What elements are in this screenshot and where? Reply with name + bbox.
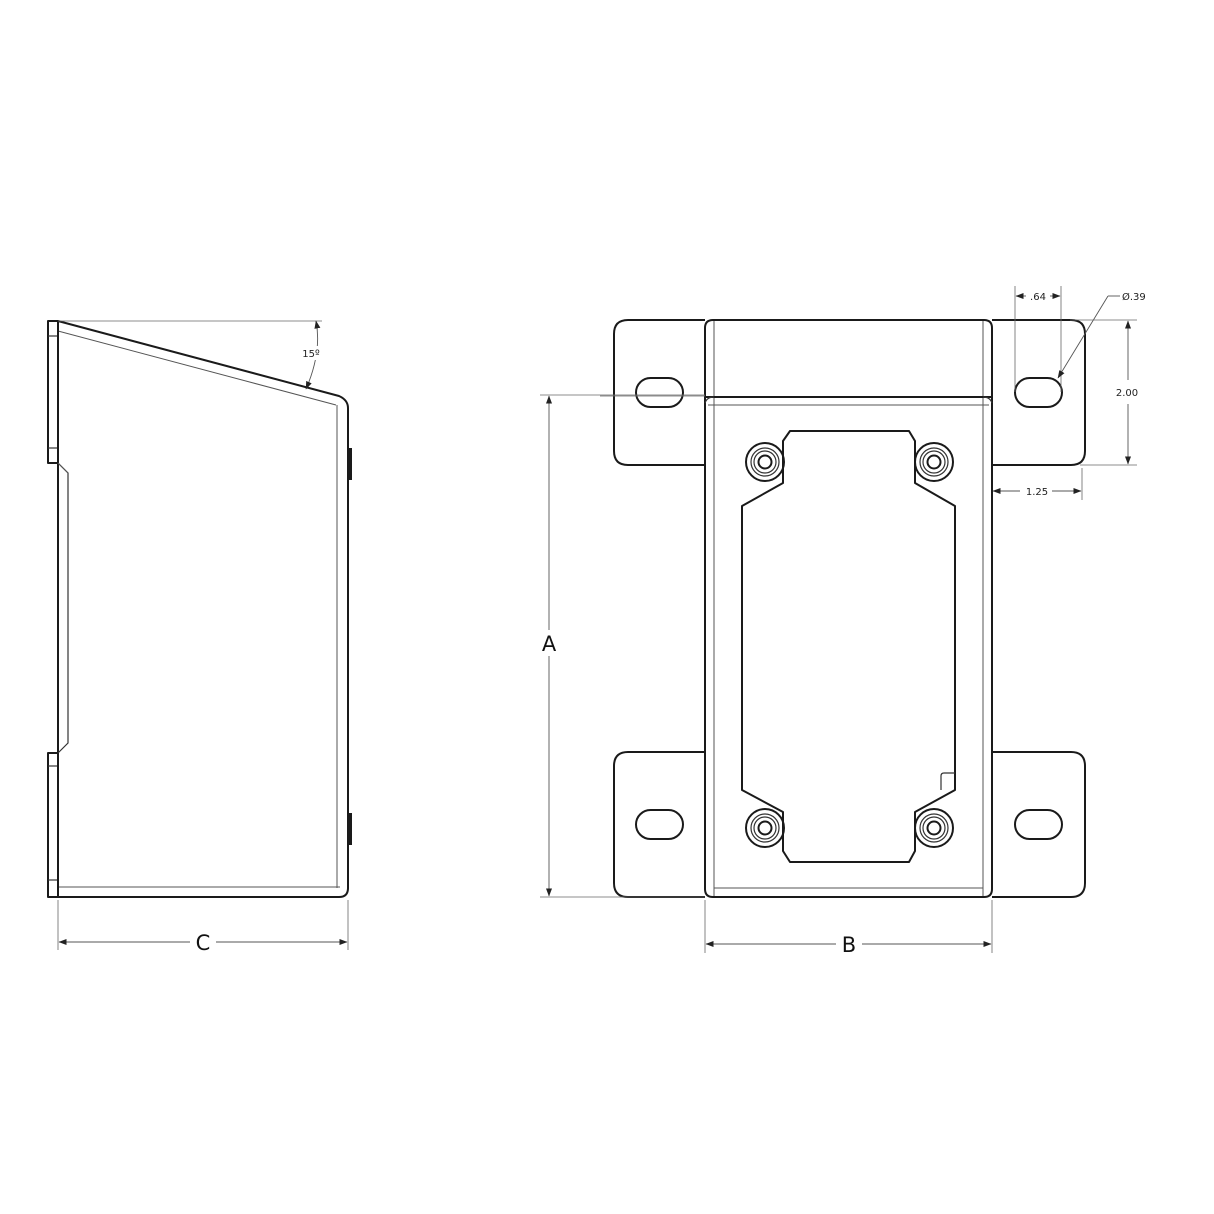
dimension-slot-spacing: .64 bbox=[1014, 286, 1062, 392]
stud-bottom-left bbox=[745, 808, 785, 848]
slot-spacing-label: .64 bbox=[1030, 292, 1046, 303]
dimension-c-label: C bbox=[196, 931, 211, 955]
slot-hole-icon bbox=[635, 809, 684, 840]
dimension-tab-width: 1.25 bbox=[992, 468, 1083, 500]
slot-hole-icon bbox=[1014, 377, 1063, 408]
dimension-b: B bbox=[704, 900, 993, 957]
mounting-tab-bottom-right bbox=[992, 751, 1086, 898]
dimension-b-label: B bbox=[842, 933, 856, 957]
side-view: 15º C bbox=[47, 320, 352, 955]
stud-bottom-right bbox=[914, 808, 954, 848]
cutout-notch bbox=[940, 772, 955, 790]
dimension-tab-height: 2.00 bbox=[1070, 319, 1138, 466]
slot-diameter-label: Ø.39 bbox=[1122, 291, 1146, 303]
dimension-c: C bbox=[57, 900, 349, 955]
stud-profile-top bbox=[348, 448, 352, 480]
mounting-tab-bottom-left bbox=[613, 751, 705, 898]
slot-hole-icon bbox=[635, 377, 684, 408]
slot-hole-icon bbox=[1014, 809, 1063, 840]
back-flange bbox=[47, 320, 59, 898]
cutout-opening bbox=[741, 430, 956, 863]
angle-label: 15º bbox=[302, 349, 320, 360]
angle-dimension: 15º bbox=[58, 320, 324, 390]
mounting-tab-top-right bbox=[992, 319, 1086, 466]
stud-profile-bottom bbox=[348, 813, 352, 845]
tab-height-label: 2.00 bbox=[1116, 388, 1138, 399]
stud-top-left bbox=[745, 442, 785, 482]
dimension-a-label: A bbox=[542, 632, 557, 656]
side-body bbox=[57, 320, 349, 898]
stud-top-right bbox=[914, 442, 954, 482]
front-view: A B .64 Ø.39 2 bbox=[538, 286, 1146, 957]
front-body bbox=[704, 319, 993, 898]
tab-width-label: 1.25 bbox=[1026, 487, 1048, 498]
mounting-tab-top-left bbox=[613, 319, 705, 466]
dimension-slot-diameter: Ø.39 bbox=[1057, 291, 1146, 379]
dimension-a: A bbox=[538, 394, 705, 898]
